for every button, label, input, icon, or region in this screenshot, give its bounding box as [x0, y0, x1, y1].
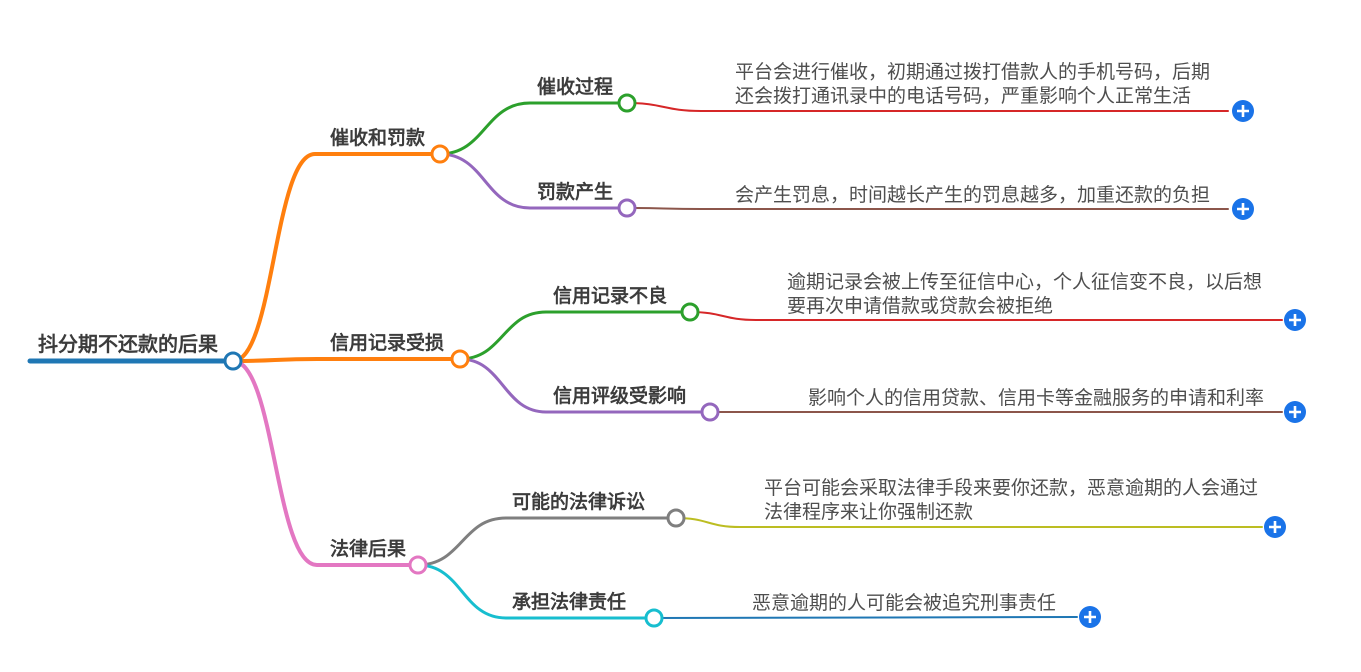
node-circle-process[interactable]: [617, 93, 637, 113]
node-label-credit[interactable]: 信用记录受损: [330, 333, 445, 354]
link-liability-to-leaf: [653, 616, 1078, 619]
link-fine-to-leaf: [626, 207, 1229, 210]
expand-button-lawsuit[interactable]: [1264, 516, 1286, 538]
node-circle-root[interactable]: [223, 351, 243, 371]
plus-icon: [1289, 314, 1301, 326]
expand-button-liability[interactable]: [1079, 606, 1101, 628]
leaf-text-liability[interactable]: 恶意逾期的人可能会被追究刑事责任: [752, 593, 1057, 614]
node-circle-liability[interactable]: [644, 608, 664, 628]
node-circle-badrecord[interactable]: [680, 302, 700, 322]
node-circle-rating[interactable]: [700, 402, 720, 422]
node-label-liability[interactable]: 承担法律责任: [512, 592, 627, 613]
node-label-lawsuit[interactable]: 可能的法律诉讼: [512, 492, 646, 513]
expand-button-fine[interactable]: [1232, 198, 1254, 220]
link-legal-to-lawsuit: [416, 516, 678, 567]
leaf-text-lawsuit[interactable]: 平台可能会采取法律手段来要你还款，恶意逾期的人会通过法律程序来让你强制还款: [764, 478, 1259, 523]
node-label-process[interactable]: 催收过程: [537, 77, 614, 98]
expand-button-process[interactable]: [1232, 100, 1254, 122]
node-label-badrecord[interactable]: 信用记录不良: [553, 286, 668, 307]
node-circle-fine[interactable]: [617, 198, 637, 218]
node-circle-credit[interactable]: [450, 349, 470, 369]
plus-icon: [1084, 611, 1096, 623]
plus-icon: [1269, 521, 1281, 533]
leaf-text-badrecord[interactable]: 逾期记录会被上传至征信中心，个人征信变不良，以后想要再次申请借款或贷款会被拒绝: [787, 272, 1263, 317]
node-label-fine[interactable]: 罚款产生: [537, 182, 614, 203]
node-label-root[interactable]: 抖分期不还款的后果: [38, 334, 218, 356]
link-legal-to-liability: [416, 563, 656, 620]
node-label-rating[interactable]: 信用评级受影响: [553, 386, 687, 407]
leaf-text-process[interactable]: 平台会进行催收，初期通过拨打借款人的手机号码，后期还会拨打通讯录中的电话号码，严…: [735, 62, 1211, 107]
expand-button-rating[interactable]: [1284, 401, 1306, 423]
link-credit-to-rating: [458, 357, 712, 414]
link-root-to-legal: [231, 359, 420, 567]
link-lawsuit-to-leaf: [675, 517, 1263, 528]
link-process-to-leaf: [626, 102, 1229, 112]
node-circle-lawsuit[interactable]: [666, 508, 686, 528]
node-circle-collection[interactable]: [430, 144, 450, 164]
link-badrecord-to-leaf: [689, 311, 1283, 321]
link-collection-to-fine: [438, 152, 629, 210]
node-label-collection[interactable]: 催收和罚款: [330, 128, 426, 149]
link-root-to-collection: [231, 152, 442, 363]
plus-icon: [1289, 406, 1301, 418]
link-credit-to-badrecord: [458, 310, 692, 361]
plus-icon: [1237, 105, 1249, 117]
link-root-to-credit: [231, 357, 462, 363]
node-label-legal[interactable]: 法律后果: [330, 539, 407, 560]
leaf-text-rating[interactable]: 影响个人的信用贷款、信用卡等金融服务的申请和利率: [808, 388, 1265, 409]
link-collection-to-process: [438, 101, 629, 156]
node-circle-legal[interactable]: [408, 555, 428, 575]
plus-icon: [1237, 203, 1249, 215]
expand-button-badrecord[interactable]: [1284, 309, 1306, 331]
leaf-text-fine[interactable]: 会产生罚息，时间越长产生的罚息越多，加重还款的负担: [735, 185, 1211, 206]
